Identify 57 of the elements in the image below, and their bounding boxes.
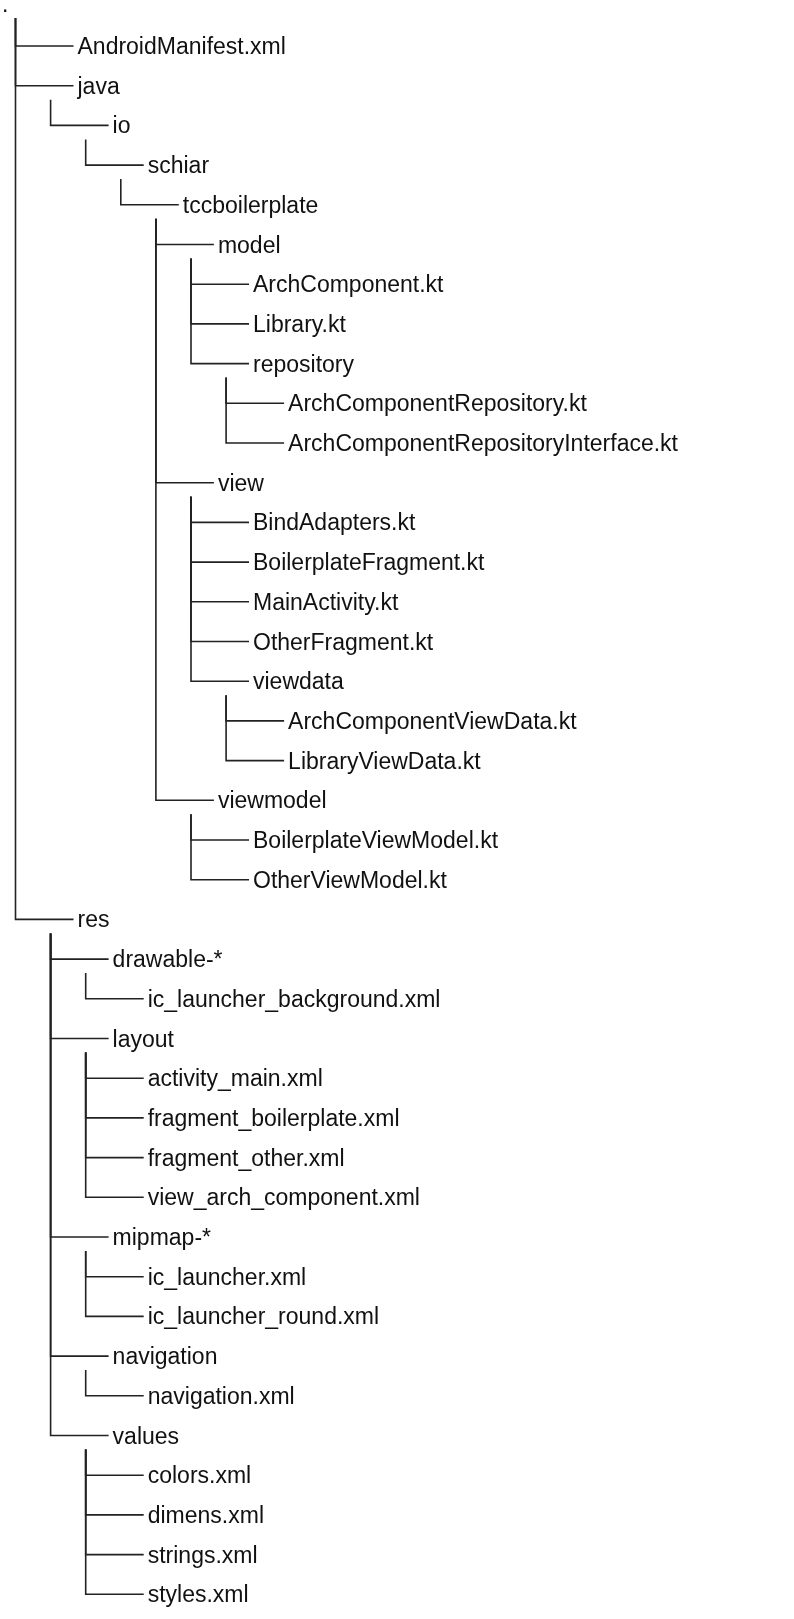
file-name: ic_launcher_background.xml bbox=[147, 984, 441, 1013]
file-name: MainActivity.kt bbox=[253, 587, 399, 616]
tree-connector bbox=[155, 218, 215, 802]
file-name: res bbox=[77, 905, 110, 934]
tree-connector bbox=[225, 694, 285, 762]
file-name: values bbox=[112, 1421, 180, 1450]
tree-connector bbox=[49, 932, 110, 1437]
file-name: OtherFragment.kt bbox=[253, 627, 434, 656]
file-name: strings.xml bbox=[147, 1540, 258, 1569]
tree-connector bbox=[225, 376, 285, 444]
file-name: layout bbox=[112, 1024, 174, 1053]
tree-connector bbox=[84, 138, 145, 166]
tree-connector bbox=[190, 257, 250, 365]
tree-connector bbox=[120, 178, 180, 206]
tree-connector bbox=[190, 495, 250, 682]
file-name: view bbox=[217, 468, 264, 497]
file-name: BoilerplateFragment.kt bbox=[253, 548, 485, 577]
file-name: dimens.xml bbox=[147, 1500, 264, 1529]
file-name: BoilerplateViewModel.kt bbox=[253, 826, 499, 854]
file-name: fragment_boilerplate.xml bbox=[147, 1103, 400, 1132]
file-name: repository bbox=[253, 349, 354, 378]
file-name: LibraryViewData.kt bbox=[288, 746, 481, 775]
file-name: java bbox=[77, 71, 120, 100]
file-name: viewdata bbox=[253, 667, 344, 696]
file-name: ArchComponentRepository.kt bbox=[288, 389, 587, 418]
root-label: . bbox=[2, 0, 9, 18]
file-name: drawable-* bbox=[112, 945, 223, 974]
file-name: activity_main.xml bbox=[147, 1064, 323, 1093]
file-name: navigation.xml bbox=[147, 1381, 295, 1410]
tree-connector bbox=[49, 98, 110, 127]
file-name: viewmodel bbox=[217, 786, 327, 815]
file-name: view_arch_component.xml bbox=[147, 1183, 420, 1212]
file-name: styles.xml bbox=[147, 1580, 249, 1609]
tree-connector bbox=[84, 1448, 145, 1596]
file-name: fragment_other.xml bbox=[147, 1143, 345, 1172]
file-name: io bbox=[112, 111, 131, 140]
file-name: model bbox=[217, 230, 281, 259]
file-name: BindAdapters.kt bbox=[253, 508, 416, 537]
file-name: navigation bbox=[112, 1342, 218, 1371]
tree-connector bbox=[84, 972, 145, 1000]
tree-connector bbox=[14, 17, 75, 921]
file-name: OtherViewModel.kt bbox=[253, 865, 447, 894]
file-name: AndroidManifest.xml bbox=[77, 32, 286, 60]
tree-connector bbox=[84, 1250, 145, 1318]
tree-connector bbox=[84, 1051, 145, 1199]
file-name: tccboilerplate bbox=[182, 190, 319, 219]
file-name: ic_launcher_round.xml bbox=[147, 1302, 380, 1331]
tree-connector bbox=[190, 813, 250, 881]
file-name: ArchComponentRepositoryInterface.kt bbox=[288, 429, 678, 457]
file-name: ic_launcher.xml bbox=[147, 1262, 307, 1291]
file-name: ArchComponentViewData.kt bbox=[288, 706, 577, 735]
file-name: ArchComponent.kt bbox=[253, 270, 444, 299]
file-name: mipmap-* bbox=[112, 1223, 211, 1251]
file-name: schiar bbox=[147, 151, 210, 180]
file-name: colors.xml bbox=[147, 1461, 252, 1490]
tree-connector bbox=[84, 1369, 145, 1397]
file-name: Library.kt bbox=[253, 309, 346, 338]
